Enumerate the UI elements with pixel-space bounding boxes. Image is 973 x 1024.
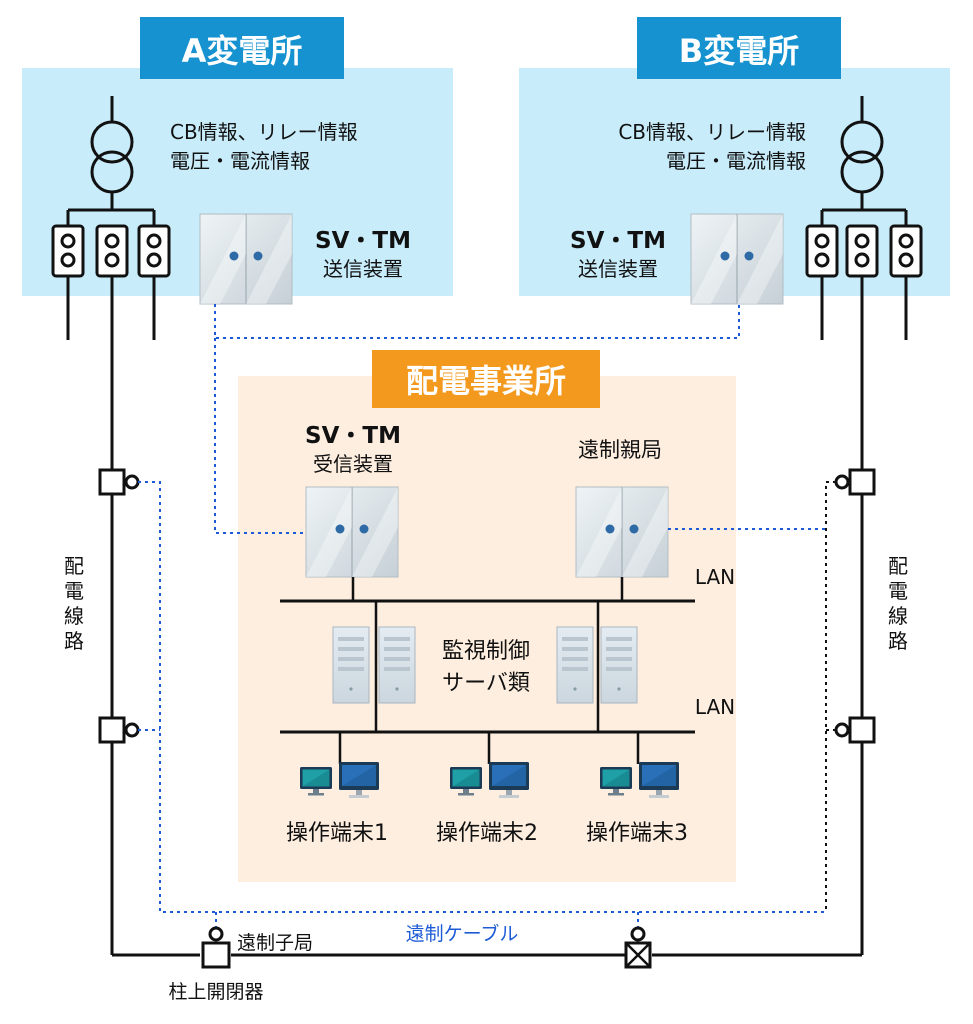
substation-b-title-box	[637, 17, 841, 79]
receiver-line1: SV・TM	[305, 423, 401, 449]
office-title: 配電事業所	[406, 362, 566, 400]
substation-b-transformer-icon	[840, 96, 884, 210]
svg-text:配: 配	[888, 554, 908, 578]
left-line-sensor-upper-icon	[98, 468, 140, 496]
lan-lower-label: LAN	[695, 695, 735, 719]
substation-b-info-line2: 電圧・電流情報	[666, 149, 806, 173]
distribution-line-right-label: 配 電 線 路	[888, 554, 908, 653]
distribution-line-left-label: 配 電 線 路	[64, 554, 84, 653]
terminal-3-label: 操作端末3	[586, 821, 688, 846]
svg-text:配: 配	[64, 554, 84, 578]
svg-text:電: 電	[64, 579, 84, 603]
pole-switch-icon	[201, 926, 231, 969]
left-line-sensor-lower-icon	[98, 716, 140, 744]
master-station-label: 遠制親局	[578, 438, 662, 462]
right-line-sensor-upper-icon	[834, 468, 876, 496]
svg-text:線: 線	[64, 604, 84, 628]
right-signal-lines	[825, 481, 836, 912]
substation-a-title: A変電所	[182, 32, 303, 70]
substation-b-device-line2: 送信装置	[578, 257, 658, 281]
line-switch-icon	[624, 926, 652, 969]
remote-cable-label: 遠制ケーブル	[406, 922, 519, 945]
svg-text:線: 線	[888, 604, 908, 628]
substation-b-breaker-icon	[805, 210, 923, 340]
right-line-sensor-lower-icon	[834, 716, 876, 744]
lan-upper-label: LAN	[695, 565, 735, 589]
substation-a-title-box	[140, 17, 344, 79]
substation-a-info-line2: 電圧・電流情報	[170, 149, 310, 173]
remote-slave-label: 遠制子局	[237, 932, 313, 954]
remote-cable-lines	[138, 304, 826, 928]
sv-tm-receiver-icon	[305, 486, 399, 578]
svg-text:路: 路	[888, 629, 908, 653]
svg-text:電: 電	[888, 579, 908, 603]
servers-line2: サーバ類	[442, 671, 530, 696]
svg-text:路: 路	[64, 629, 84, 653]
substation-a-breaker-icon	[51, 210, 171, 340]
terminal-1-label: 操作端末1	[286, 821, 388, 846]
master-station-icon	[575, 486, 669, 578]
pole-switch-label: 柱上開閉器	[168, 981, 263, 1003]
substation-b-device-line1: SV・TM	[570, 228, 666, 254]
substation-a-device-line1: SV・TM	[315, 228, 411, 254]
substation-a-transformer-icon	[90, 96, 134, 210]
distribution-line	[110, 276, 864, 957]
substation-a-device-line2: 送信装置	[323, 257, 403, 281]
substation-a-info-line1: CB情報、リレー情報	[170, 120, 358, 144]
office-title-box	[372, 350, 600, 408]
substation-b-info-line1: CB情報、リレー情報	[618, 120, 806, 144]
servers-line1: 監視制御	[442, 639, 530, 664]
substation-b-sv-tm-transmitter-icon	[690, 213, 784, 305]
receiver-line2: 受信装置	[313, 452, 393, 476]
substation-a-sv-tm-transmitter-icon	[199, 213, 293, 305]
substation-b-title: B変電所	[679, 32, 799, 70]
terminal-2-label: 操作端末2	[436, 821, 538, 846]
